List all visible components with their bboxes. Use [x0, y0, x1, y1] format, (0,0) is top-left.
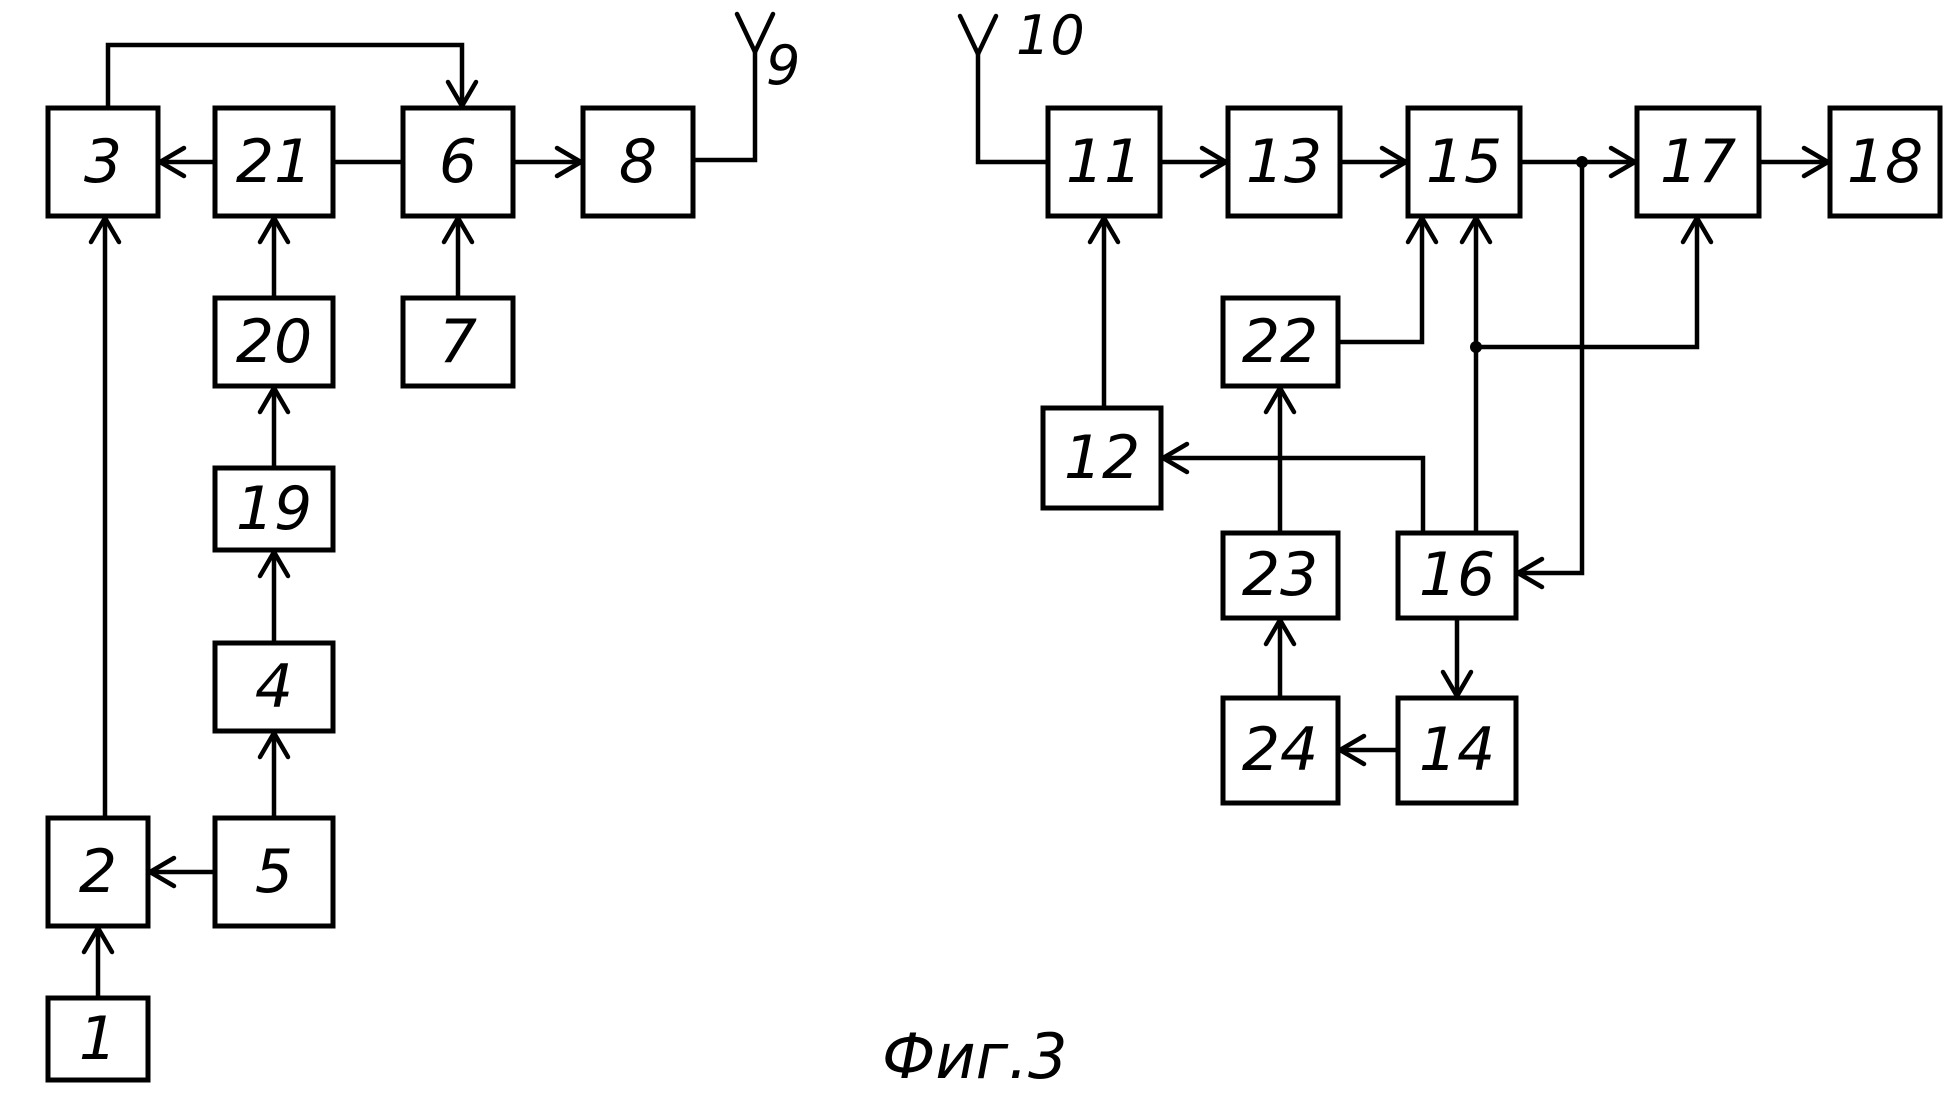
- link-16-to-14: [1443, 618, 1471, 696]
- link-16-to-15-and-17: [1462, 218, 1711, 533]
- block-14: 14: [1398, 698, 1516, 803]
- block-6-label: 6: [439, 127, 477, 197]
- block-3-label: 3: [84, 127, 122, 197]
- block-20-label: 20: [236, 307, 312, 377]
- block-21-label: 21: [236, 127, 312, 197]
- antenna-10-label: 10: [1016, 4, 1085, 67]
- block-22-label: 22: [1242, 307, 1318, 377]
- link-5-to-4: [260, 733, 288, 818]
- block-23-label: 23: [1242, 540, 1318, 610]
- link-13-to-15: [1340, 148, 1406, 176]
- block-20: 20: [215, 298, 333, 386]
- link-17-to-18: [1759, 148, 1828, 176]
- block-19-label: 19: [236, 474, 312, 544]
- block-5-label: 5: [255, 837, 293, 907]
- link-3-to-6: [108, 45, 476, 108]
- block-13-label: 13: [1246, 127, 1322, 197]
- block-7: 7: [403, 298, 513, 386]
- block-7-label: 7: [439, 307, 477, 377]
- block-8: 8: [583, 108, 693, 216]
- block-16: 16: [1398, 533, 1516, 618]
- block-1-label: 1: [79, 1004, 117, 1074]
- link-4-to-19: [260, 552, 288, 643]
- link-19-to-20: [260, 388, 288, 468]
- link-15-out-to-16: [1518, 156, 1588, 587]
- block-12-label: 12: [1064, 423, 1140, 493]
- link-12-to-11: [1090, 218, 1118, 408]
- link-11-to-13: [1160, 148, 1226, 176]
- link-1-to-2: [84, 928, 112, 998]
- block-4: 4: [215, 643, 333, 731]
- block-6: 6: [403, 108, 513, 216]
- block-11: 11: [1048, 108, 1160, 216]
- block-8-label: 8: [619, 127, 657, 197]
- block-19: 19: [215, 468, 333, 550]
- link-16-to-12: [1163, 444, 1423, 533]
- block-18: 18: [1830, 108, 1940, 216]
- link-20-to-21: [260, 218, 288, 298]
- link-6-to-8: [513, 148, 581, 176]
- antenna-9: 9: [693, 14, 800, 160]
- block-15-label: 15: [1426, 127, 1502, 197]
- junction-dot: [1576, 156, 1588, 168]
- link-24-to-23: [1266, 620, 1294, 698]
- block-17: 17: [1637, 108, 1759, 216]
- block-11-label: 11: [1066, 127, 1142, 197]
- block-2-label: 2: [79, 837, 117, 907]
- block-3: 3: [48, 108, 158, 216]
- link-22-to-15: [1338, 218, 1436, 342]
- link-2-to-3: [91, 218, 119, 818]
- block-24-label: 24: [1242, 715, 1318, 785]
- junction-dot: [1470, 341, 1482, 353]
- link-7-to-6: [444, 218, 472, 298]
- figure-caption: Фиг.3: [882, 1020, 1067, 1093]
- link-5-to-2: [150, 858, 215, 886]
- link-23-to-22: [1266, 388, 1294, 533]
- block-22: 22: [1223, 298, 1338, 386]
- block-5: 5: [215, 818, 333, 926]
- block-12: 12: [1043, 408, 1161, 508]
- block-21: 21: [215, 108, 333, 216]
- link-14-to-24: [1340, 736, 1398, 764]
- block-14-label: 14: [1419, 715, 1495, 785]
- block-13: 13: [1228, 108, 1340, 216]
- block-4-label: 4: [255, 652, 293, 722]
- antenna-9-label: 9: [766, 34, 800, 97]
- receiver-diagram: 11 13 15 17 18 22 12 23 16 24 14 10: [960, 4, 1940, 803]
- block-17-label: 17: [1660, 127, 1736, 197]
- block-16-label: 16: [1419, 540, 1495, 610]
- link-21-to-3: [160, 148, 215, 176]
- block-15: 15: [1408, 108, 1520, 216]
- block-24: 24: [1223, 698, 1338, 803]
- block-1: 1: [48, 998, 148, 1080]
- block-18-label: 18: [1847, 127, 1923, 197]
- transmitter-diagram: 3 21 6 8 20 7 19 4 2 5 1 9: [48, 14, 800, 1080]
- block-23: 23: [1223, 533, 1338, 618]
- block-2: 2: [48, 818, 148, 926]
